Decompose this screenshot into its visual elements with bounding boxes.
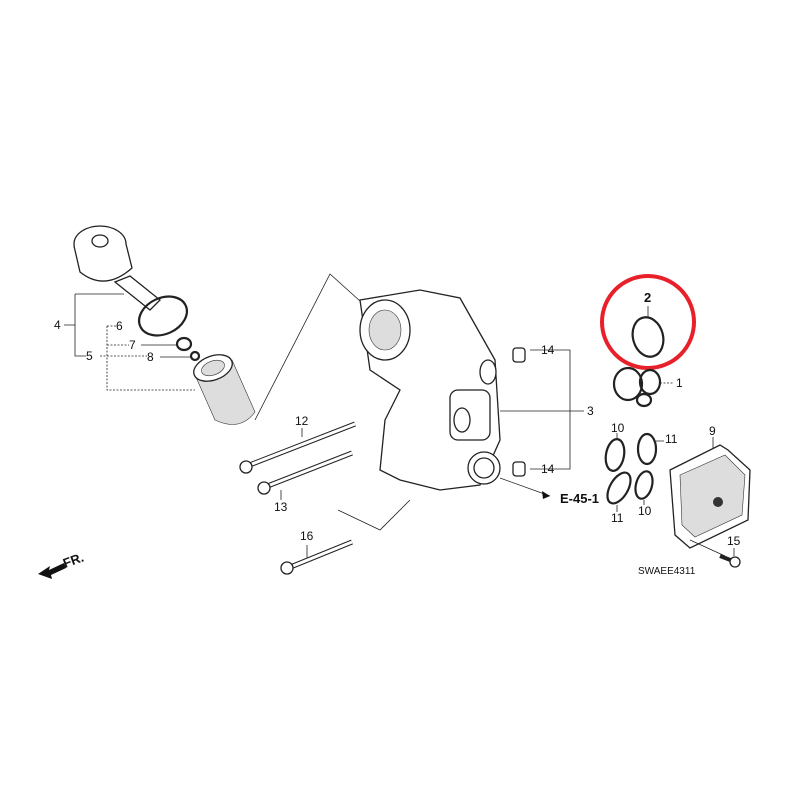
o-ring-2-part[interactable] — [628, 314, 667, 360]
bolt-12-part[interactable] — [239, 421, 356, 474]
o-ring-11-part[interactable] — [603, 469, 636, 507]
gasket-1-part[interactable] — [612, 366, 662, 408]
o-ring-10-part[interactable] — [603, 438, 626, 473]
callout-6[interactable]: 6 — [116, 319, 123, 333]
o-ring-8-part[interactable] — [189, 350, 201, 362]
o-ring-10-part[interactable] — [633, 469, 656, 500]
bolt-15-part[interactable] — [719, 554, 741, 568]
callout-14[interactable]: 14 — [541, 462, 555, 476]
o-ring-11-part[interactable] — [636, 432, 658, 466]
front-direction-arrow: FR. — [38, 550, 86, 579]
callout-15[interactable]: 15 — [727, 534, 741, 548]
callout-16[interactable]: 16 — [300, 529, 314, 543]
dowel-pin-part[interactable] — [512, 461, 526, 477]
oil-filter-housing-part[interactable] — [359, 289, 501, 491]
callout-7[interactable]: 7 — [129, 338, 136, 352]
o-ring-6-part[interactable] — [133, 289, 194, 343]
diagram-code: SWAEE4311 — [638, 566, 696, 577]
dowel-pin-part[interactable] — [512, 347, 526, 363]
direction-label: FR. — [61, 550, 86, 571]
callout-14[interactable]: 14 — [541, 343, 555, 357]
callout-11[interactable]: 11 — [611, 511, 624, 525]
callout-4[interactable]: 4 — [54, 318, 61, 332]
callout-9[interactable]: 9 — [709, 424, 716, 438]
oil-filter-cap-part[interactable] — [73, 225, 161, 311]
bolt-16-part[interactable] — [280, 539, 353, 575]
callout-11[interactable]: 11 — [665, 432, 678, 446]
callout-10[interactable]: 10 — [611, 421, 625, 435]
callout-3[interactable]: 3 — [587, 404, 594, 418]
callout-5[interactable]: 5 — [86, 349, 93, 363]
callout-13[interactable]: 13 — [274, 500, 288, 514]
highlight-circle — [600, 274, 696, 370]
oil-cooler-part[interactable] — [669, 444, 751, 549]
callout-12[interactable]: 12 — [295, 414, 309, 428]
bolt-13-part[interactable] — [257, 450, 353, 495]
o-ring-7-part[interactable] — [175, 336, 193, 352]
callout-1[interactable]: 1 — [676, 376, 683, 390]
callout-8[interactable]: 8 — [147, 350, 154, 364]
callout-2[interactable]: 2 — [644, 290, 651, 305]
filter-element-part[interactable] — [190, 350, 256, 425]
reference-link[interactable]: E-45-1 — [560, 491, 599, 506]
callout-10[interactable]: 10 — [638, 504, 652, 518]
